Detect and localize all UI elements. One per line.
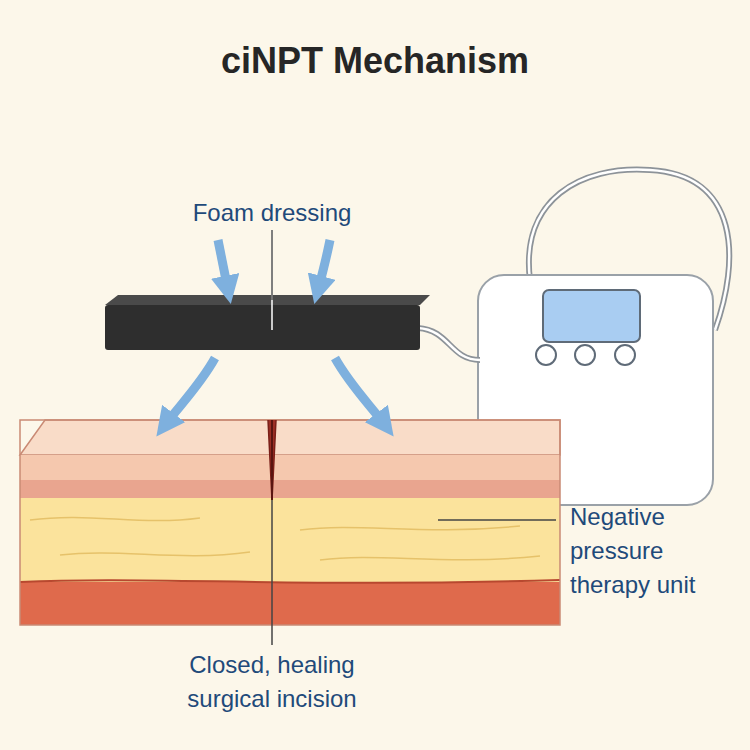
fascia-line (20, 580, 560, 583)
unit-button (615, 345, 635, 365)
foam-dressing (105, 305, 420, 350)
unit-button (575, 345, 595, 365)
tubing-inner (418, 328, 480, 360)
incision (268, 420, 276, 500)
leader-line (271, 230, 273, 330)
unit-button (536, 345, 556, 365)
callout-label: Closed, healing surgical incision (150, 648, 394, 716)
callout-label: Foam dressing (122, 196, 422, 230)
muscle-layer (20, 582, 560, 625)
diagram-title: ciNPT Mechanism (0, 40, 750, 82)
unit-screen (543, 290, 640, 342)
pressure-arrow (335, 358, 385, 425)
foam-top (105, 295, 430, 305)
block-outline (20, 420, 560, 625)
dermis (20, 480, 560, 498)
fat-layer (20, 498, 560, 582)
incision-line (271, 420, 273, 500)
skin-surface (20, 420, 560, 455)
tubing (418, 328, 480, 360)
pressure-arrow (218, 240, 228, 290)
leader-line (271, 230, 273, 300)
pressure-arrow (318, 240, 330, 290)
fat-texture (30, 517, 540, 560)
callout-label: Negative pressure therapy unit (570, 500, 735, 602)
epidermis (20, 455, 560, 480)
leader-line (438, 519, 556, 521)
leader-line (271, 500, 273, 645)
pressure-arrow (165, 358, 215, 425)
